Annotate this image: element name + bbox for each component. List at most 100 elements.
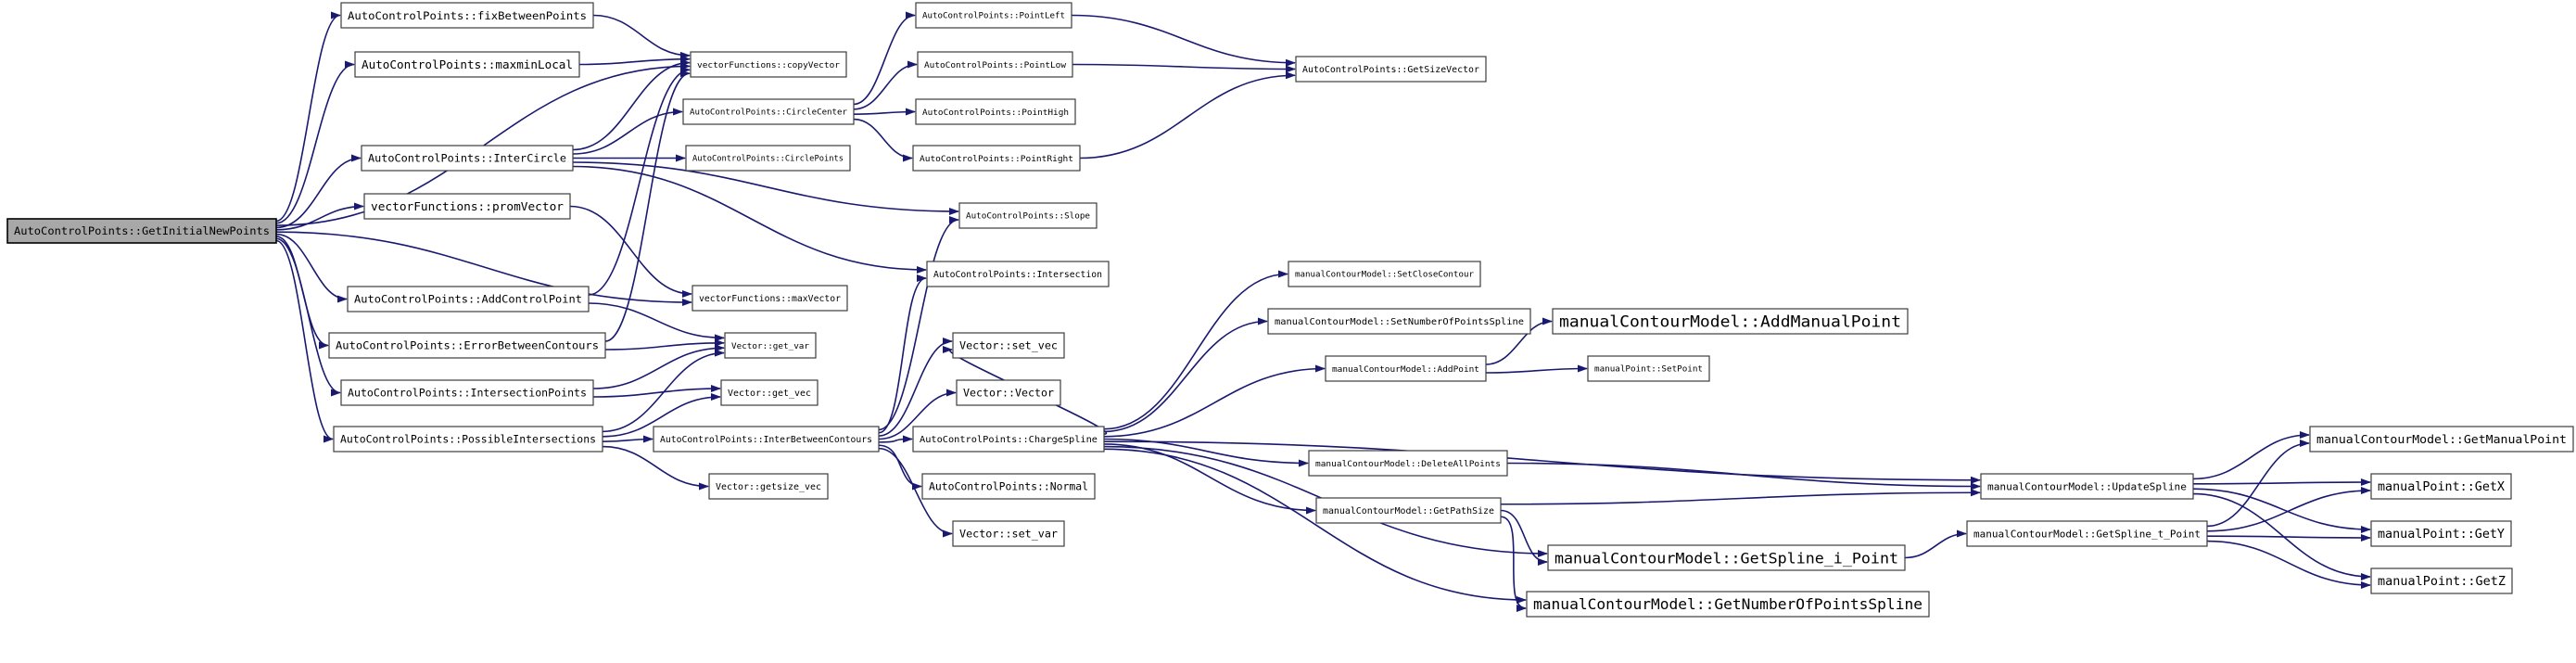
call-edge-gsip-gstp [1904,529,1967,559]
call-edge-cc-pr [853,118,913,162]
graph-node-ip[interactable]: AutoControlPoints::IntersectionPoints [340,379,594,406]
graph-node-maxv[interactable]: vectorFunctions::maxVector [692,285,848,312]
graph-node-box-cpy[interactable] [690,51,847,78]
graph-node-label-gvar: Vector::get_var [731,342,810,351]
graph-node-pi[interactable]: AutoControlPoints::PossibleIntersections [333,426,603,453]
graph-node-box-pl[interactable] [915,2,1072,29]
graph-node-ibc[interactable]: AutoControlPoints::InterBetweenContours [653,426,880,453]
graph-node-box-ph[interactable] [915,98,1076,125]
graph-node-scc[interactable]: manualContourModel::SetCloseContour [1288,261,1481,287]
graph-node-label-acp: AutoControlPoints::AddControlPoint [354,293,582,306]
graph-node-gps[interactable]: manualContourModel::GetPathSize [1315,497,1502,524]
graph-node-box-gnops[interactable] [1526,591,1930,618]
graph-node-box-getx[interactable] [2370,473,2512,500]
graph-node-getz[interactable]: manualPoint::GetZ [2370,567,2513,594]
graph-node-inter[interactable]: AutoControlPoints::Intersection [926,261,1110,287]
graph-node-box-r[interactable] [6,218,277,244]
call-edge-addp-amp [1485,317,1553,365]
graph-node-box-setp[interactable] [1587,355,1710,382]
call-edge-pr-gsv [1079,71,1296,159]
graph-node-box-chs[interactable] [912,426,1105,453]
graph-node-box-ibc[interactable] [653,426,880,453]
graph-node-box-pr[interactable] [912,145,1081,172]
graph-node-dap[interactable]: manualContourModel::DeleteAllPoints [1308,450,1508,477]
graph-node-box-pi[interactable] [333,426,603,453]
graph-node-pr[interactable]: AutoControlPoints::PointRight [912,145,1081,172]
graph-node-box-mml[interactable] [354,51,580,78]
graph-node-plow[interactable]: AutoControlPoints::PointLow [917,51,1073,78]
graph-node-box-slope[interactable] [958,202,1098,229]
graph-node-box-ic[interactable] [361,145,574,172]
graph-node-box-gety[interactable] [2370,520,2512,547]
graph-node-r[interactable]: AutoControlPoints::GetInitialNewPoints [6,218,277,244]
graph-node-ph[interactable]: AutoControlPoints::PointHigh [915,98,1076,125]
graph-node-setp[interactable]: manualPoint::SetPoint [1587,355,1710,382]
graph-node-gmp[interactable]: manualContourModel::GetManualPoint [2309,426,2574,453]
graph-node-label-gnops: manualContourModel::GetNumberOfPointsSpl… [1533,595,1922,613]
graph-node-box-prom[interactable] [363,193,571,220]
graph-node-box-svec[interactable] [952,332,1065,359]
graph-node-gvar[interactable]: Vector::get_var [724,332,817,359]
graph-node-vctor[interactable]: Vector::Vector [956,379,1061,406]
graph-node-fix[interactable]: AutoControlPoints::fixBetweenPoints [340,2,594,29]
graph-node-cp[interactable]: AutoControlPoints::CirclePoints [685,145,851,172]
graph-node-box-norm[interactable] [921,473,1096,500]
graph-node-box-inter[interactable] [926,261,1110,287]
graph-node-box-vctor[interactable] [956,379,1061,406]
graph-node-box-gsz[interactable] [708,473,829,500]
graph-node-box-getz[interactable] [2370,567,2513,594]
graph-node-svec[interactable]: Vector::set_vec [952,332,1065,359]
graph-node-box-amp[interactable] [1552,308,1909,335]
graph-node-label-ic: AutoControlPoints::InterCircle [368,152,566,165]
graph-node-slope[interactable]: AutoControlPoints::Slope [958,202,1098,229]
graph-node-gnops[interactable]: manualContourModel::GetNumberOfPointsSpl… [1526,591,1930,618]
graph-node-box-cp[interactable] [685,145,851,172]
graph-node-gvec[interactable]: Vector::get_vec [720,379,818,406]
graph-node-us[interactable]: manualContourModel::UpdateSpline [1980,473,2194,500]
graph-node-gstp[interactable]: manualContourModel::GetSpline_t_Point [1966,520,2208,547]
graph-node-ic[interactable]: AutoControlPoints::InterCircle [361,145,574,172]
graph-node-box-gvec[interactable] [720,379,818,406]
graph-node-box-gsip[interactable] [1547,544,1906,571]
graph-node-box-us[interactable] [1980,473,2194,500]
graph-node-box-acp[interactable] [347,286,590,312]
graph-node-label-svec: Vector::set_vec [959,339,1058,352]
graph-node-box-ip[interactable] [340,379,594,406]
graph-node-box-snops[interactable] [1267,308,1531,335]
graph-node-snops[interactable]: manualContourModel::SetNumberOfPointsSpl… [1267,308,1531,335]
graph-node-chs[interactable]: AutoControlPoints::ChargeSpline [912,426,1105,453]
graph-node-gsv[interactable]: AutoControlPoints::GetSizeVector [1295,56,1487,83]
graph-node-box-svar[interactable] [952,520,1065,547]
graph-node-box-gvar[interactable] [724,332,817,359]
graph-node-box-addp[interactable] [1325,355,1487,382]
graph-node-box-gsv[interactable] [1295,56,1487,83]
graph-node-acp[interactable]: AutoControlPoints::AddControlPoint [347,286,590,312]
graph-node-box-ebc[interactable] [328,332,606,359]
graph-node-box-dap[interactable] [1308,450,1508,477]
graph-node-box-fix[interactable] [340,2,594,29]
graph-node-gsz[interactable]: Vector::getsize_vec [708,473,829,500]
call-edge-acp-cpy [588,66,691,296]
graph-node-norm[interactable]: AutoControlPoints::Normal [921,473,1096,500]
graph-node-box-gps[interactable] [1315,497,1502,524]
graph-node-amp[interactable]: manualContourModel::AddManualPoint [1552,308,1909,335]
graph-node-gsip[interactable]: manualContourModel::GetSpline_i_Point [1547,544,1906,571]
graph-node-box-gstp[interactable] [1966,520,2208,547]
graph-node-gety[interactable]: manualPoint::GetY [2370,520,2512,547]
graph-node-box-cc[interactable] [682,98,855,125]
graph-node-prom[interactable]: vectorFunctions::promVector [363,193,571,220]
graph-node-cpy[interactable]: vectorFunctions::copyVector [690,51,847,78]
call-edge-pi-ibc [602,435,654,443]
call-edge-pl-gsv [1071,14,1296,67]
graph-node-svar[interactable]: Vector::set_var [952,520,1065,547]
graph-node-box-gmp[interactable] [2309,426,2574,453]
graph-node-box-plow[interactable] [917,51,1073,78]
graph-node-mml[interactable]: AutoControlPoints::maxminLocal [354,51,580,78]
graph-node-pl[interactable]: AutoControlPoints::PointLeft [915,2,1072,29]
graph-node-box-maxv[interactable] [692,285,848,312]
graph-node-addp[interactable]: manualContourModel::AddPoint [1325,355,1487,382]
graph-node-cc[interactable]: AutoControlPoints::CircleCenter [682,98,855,125]
graph-node-ebc[interactable]: AutoControlPoints::ErrorBetweenContours [328,332,606,359]
graph-node-getx[interactable]: manualPoint::GetX [2370,473,2512,500]
graph-node-box-scc[interactable] [1288,261,1481,287]
